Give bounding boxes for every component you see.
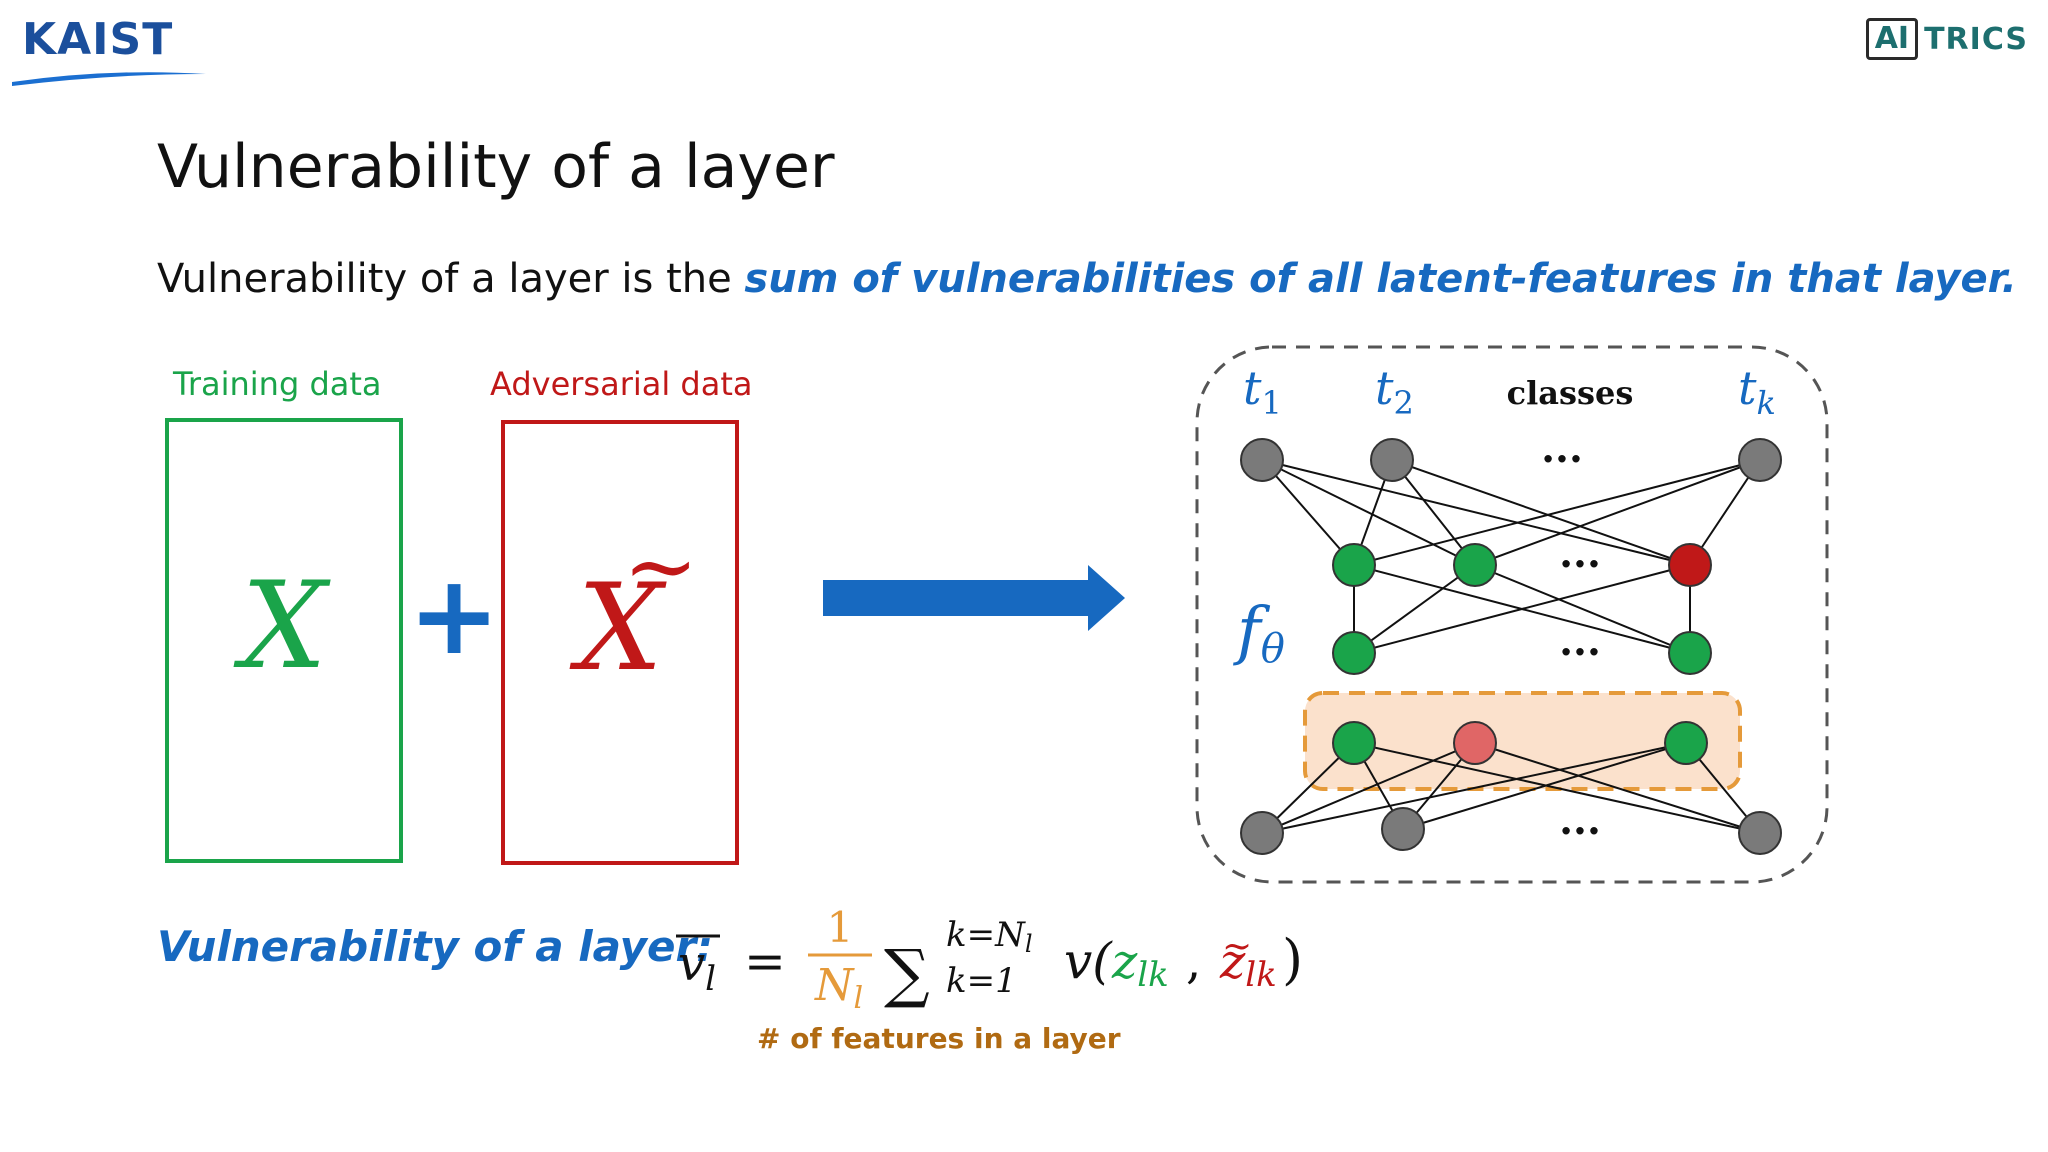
- formula-close: ): [1282, 928, 1303, 991]
- plus-operator: +: [408, 551, 501, 679]
- aitrics-logo-text: TRICS: [1924, 21, 2028, 57]
- adversarial-tilde: ~: [623, 514, 699, 619]
- input-node: [1738, 811, 1782, 855]
- slide-subtitle: Vulnerability of a layer is the sum of v…: [157, 256, 2017, 302]
- slide-title: Vulnerability of a layer: [157, 132, 835, 202]
- formula-tilde-accent: ~: [1222, 926, 1252, 967]
- ellipsis-bottom: ...: [1559, 797, 1601, 844]
- formula-comma: ,: [1186, 934, 1201, 990]
- network-edges: [1261, 459, 1761, 834]
- formula-function: v(: [1064, 932, 1113, 990]
- right-arrow-icon: [823, 565, 1125, 631]
- kaist-logo: KAIST: [12, 14, 206, 86]
- network-dashed-frame: [1195, 345, 1829, 884]
- class-node-2: [1370, 438, 1414, 482]
- ellipsis-hidden: ...: [1559, 530, 1601, 577]
- formula-denominator: Nl: [814, 960, 863, 1016]
- hidden-node: [1668, 631, 1712, 675]
- formula-arg-z-tilde: zlk: [1219, 934, 1277, 995]
- input-node: [1381, 807, 1425, 851]
- hidden-node: [1332, 543, 1376, 587]
- training-symbol: X: [241, 557, 327, 696]
- class-node-1: [1240, 438, 1284, 482]
- formula-lhs: vl: [678, 936, 716, 999]
- adversarial-data-label: Adversarial data: [490, 365, 753, 403]
- class-label-k: tk: [1738, 361, 1776, 422]
- layer-node: [1664, 721, 1708, 765]
- formula-label: Vulnerability of a layer:: [157, 922, 714, 971]
- ellipsis-hidden-2: ...: [1559, 618, 1601, 665]
- aitrics-logo-box: AI: [1865, 18, 1919, 60]
- formula-sum-lower: k=1: [946, 961, 1017, 1001]
- class-label-1: t1: [1243, 361, 1282, 422]
- hidden-node: [1332, 631, 1376, 675]
- formula-sum-upper: k=Nl: [946, 915, 1033, 958]
- layer-node-vulnerable: [1453, 721, 1497, 765]
- layer-node: [1332, 721, 1376, 765]
- training-data-label: Training data: [173, 365, 382, 403]
- kaist-logo-text: KAIST: [22, 14, 174, 65]
- input-node: [1240, 811, 1284, 855]
- kaist-swoosh-icon: [12, 72, 206, 86]
- hidden-node: [1453, 543, 1497, 587]
- subtitle-plain: Vulnerability of a layer is the: [157, 256, 745, 302]
- formula-arg-z: zlk: [1111, 934, 1169, 995]
- ellipsis-top: ...: [1541, 425, 1583, 472]
- formula-numerator: 1: [827, 903, 854, 952]
- aitrics-logo: AI TRICS: [1865, 18, 2028, 60]
- network-nodes: [1240, 438, 1782, 855]
- class-node-k: [1738, 438, 1782, 482]
- formula-equals: =: [744, 932, 786, 990]
- classes-label: classes: [1507, 374, 1634, 412]
- adversarial-symbol: X: [577, 559, 663, 698]
- adversarial-data-box: ~ X: [501, 420, 739, 865]
- features-note: # of features in a layer: [757, 1022, 1121, 1055]
- hidden-node-vulnerable: [1668, 543, 1712, 587]
- formula-sum-sign: ∑: [884, 937, 930, 1011]
- highlighted-layer: [1303, 691, 1742, 791]
- class-label-2: t2: [1375, 361, 1414, 422]
- subtitle-emphasis: sum of vulnerabilities of all latent-fea…: [744, 256, 2017, 302]
- training-data-box: X: [165, 418, 403, 863]
